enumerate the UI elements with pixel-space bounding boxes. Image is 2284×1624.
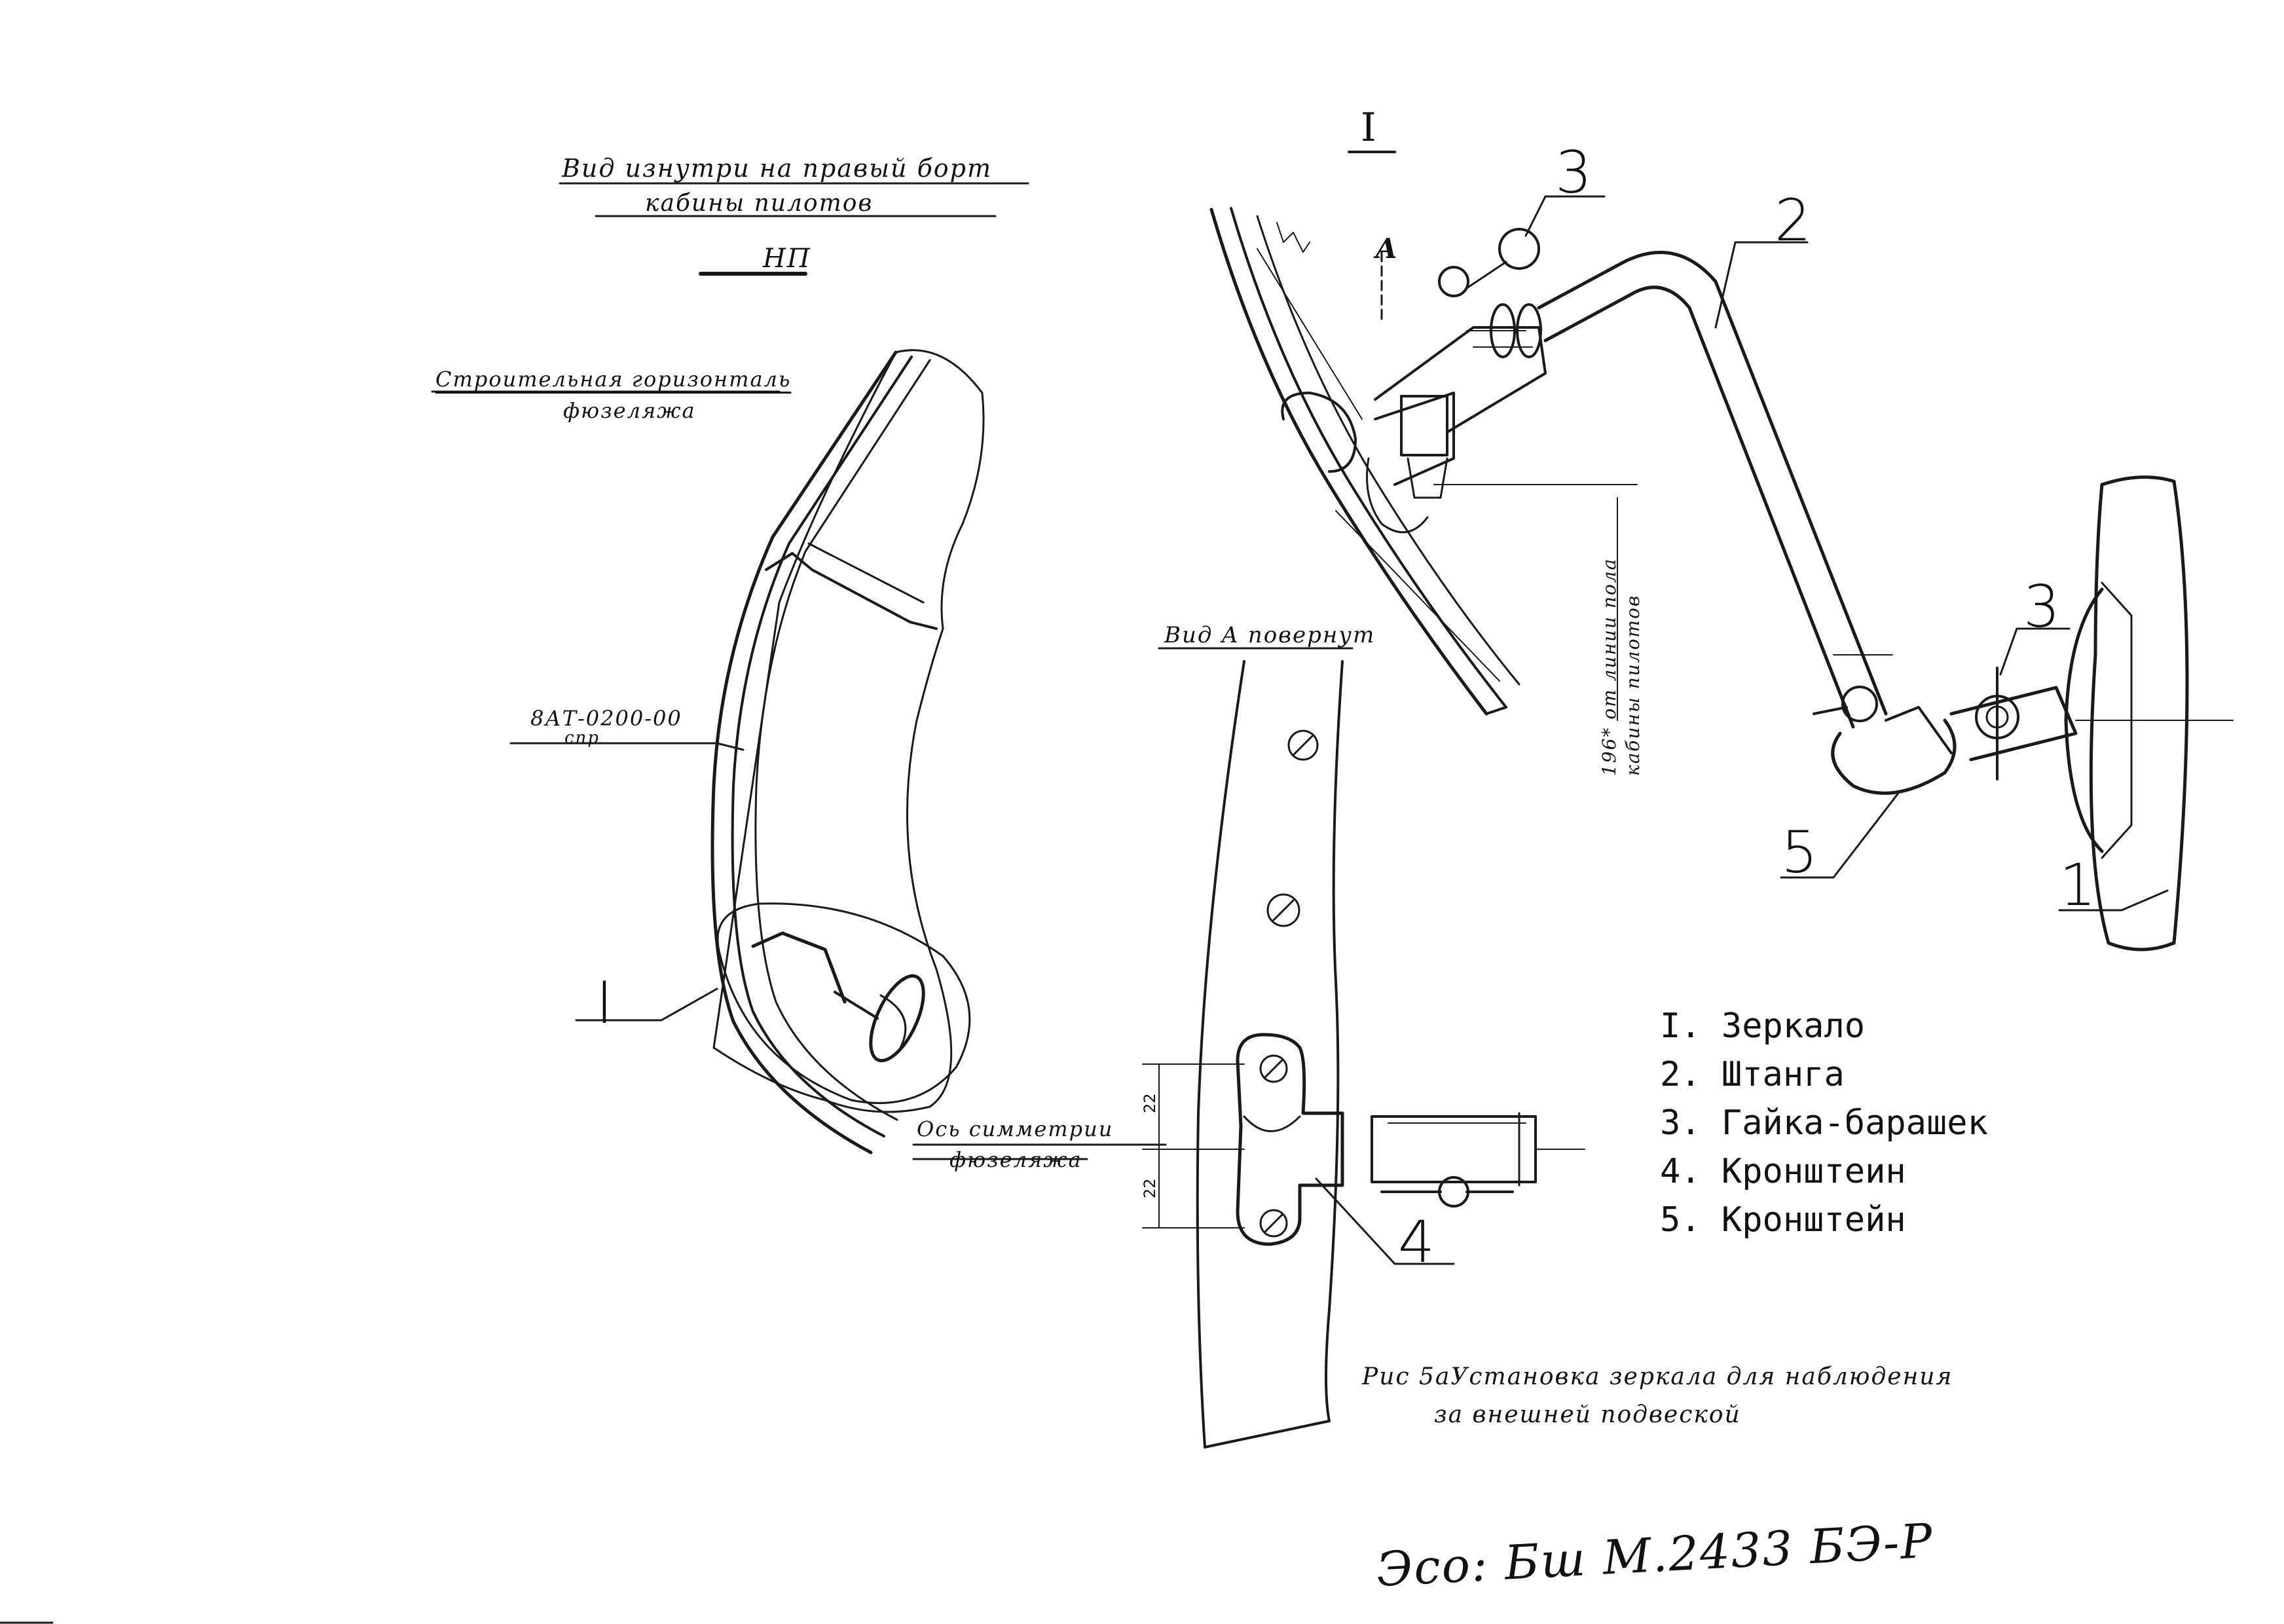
legend-item-bracket-4: 4. Кронштеин bbox=[1660, 1152, 1906, 1191]
callout-3-lower: 3 bbox=[2023, 573, 2060, 640]
detail-i-drawing bbox=[1209, 151, 2234, 951]
legend-item-mirror: I. Зеркало bbox=[1660, 1006, 1866, 1046]
view-a-arrow-marker: А bbox=[1375, 232, 1399, 265]
view-title-line2: кабины пилотов bbox=[645, 190, 874, 217]
view-a-drawing bbox=[1142, 647, 1585, 1449]
np-label: НП bbox=[763, 244, 811, 274]
part-number-label: 8АТ-0200-00 bbox=[530, 706, 682, 731]
callout-1: 1 bbox=[2059, 851, 2096, 919]
left-view-drawing bbox=[431, 182, 1167, 1160]
floor-dimension-line2: кабины пилотов bbox=[1622, 594, 1644, 776]
dimension-lower: 22 bbox=[1141, 1178, 1159, 1198]
callout-5: 5 bbox=[1781, 819, 1818, 886]
detail-i-title: I bbox=[1361, 105, 1376, 151]
dimension-upper: 22 bbox=[1141, 1093, 1159, 1113]
part-number-suffix: спр bbox=[564, 728, 600, 748]
callout-2: 2 bbox=[1775, 187, 1811, 254]
symmetry-axis-label: Ось симметрии bbox=[917, 1116, 1114, 1141]
legend-item-bracket-5: 5. Кронштейн bbox=[1660, 1200, 1906, 1240]
parts-legend: I. Зеркало 2. Штанга 3. Гайка-барашек 4.… bbox=[1660, 1002, 1988, 1244]
view-a-title: Вид А повернут bbox=[1164, 622, 1376, 648]
callout-3-upper: 3 bbox=[1555, 139, 1592, 206]
callout-4: 4 bbox=[1398, 1208, 1435, 1276]
figure-caption-line1: Рис 5аУстановка зеркала для наблюдения bbox=[1362, 1363, 1953, 1390]
legend-item-rod: 2. Штанга bbox=[1660, 1055, 1845, 1094]
floor-dimension-note: 196* от линии пола кабины пилотов bbox=[1598, 558, 1645, 776]
legend-item-wing-nut: 3. Гайка-барашек bbox=[1660, 1103, 1988, 1143]
figure-caption-line2: за внешней подвеской bbox=[1434, 1401, 1741, 1428]
construction-horizontal-label: Строительная горизонталь bbox=[435, 367, 792, 392]
symmetry-axis-label-2: фюзеляжа bbox=[949, 1147, 1082, 1172]
floor-dimension-line1: 196* от линии пола bbox=[1598, 557, 1620, 776]
construction-horizontal-label-2: фюзеляжа bbox=[563, 398, 696, 423]
view-title-line1: Вид изнутри на правый борт bbox=[562, 154, 993, 183]
detail-i-callout: I bbox=[596, 969, 613, 1037]
